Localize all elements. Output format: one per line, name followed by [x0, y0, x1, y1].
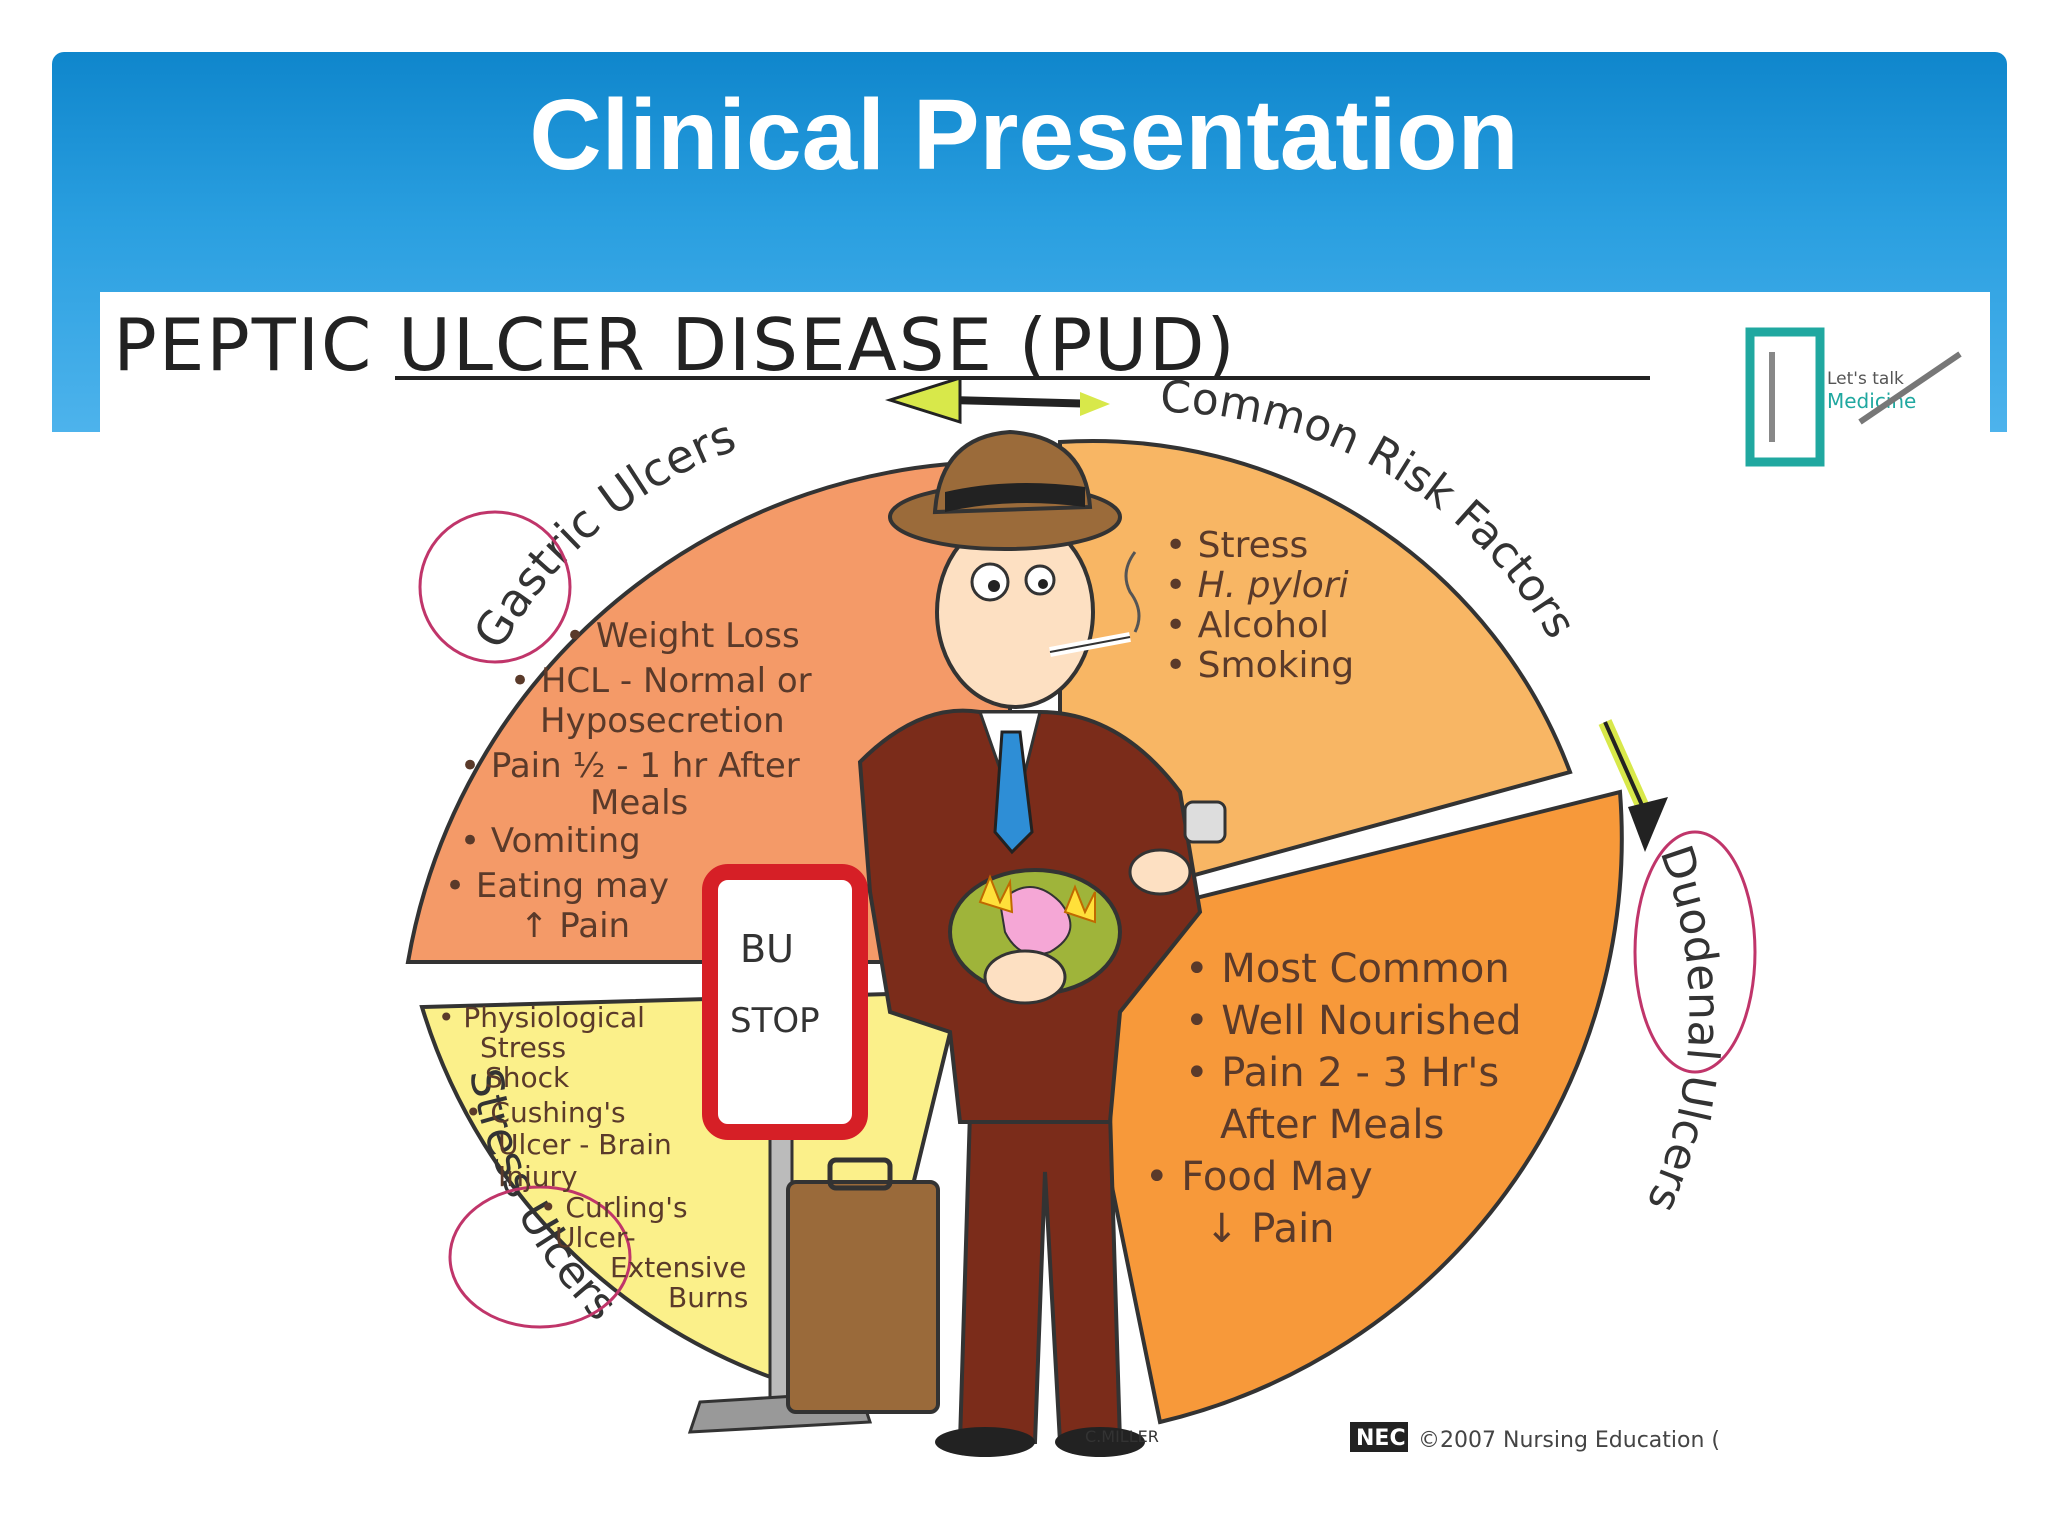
list-item: Injury [498, 1160, 578, 1193]
list-item: ↑ Pain [520, 906, 630, 946]
artist-signature: C.MILLER [1085, 1427, 1159, 1446]
list-item: • Stress [1165, 525, 1308, 566]
briefcase-icon [786, 1157, 940, 1414]
list-item: • Most Common [1185, 946, 1510, 992]
duodenal-ulcers-section [1057, 789, 1624, 1425]
svg-text:STOP: STOP [730, 1001, 820, 1041]
lets-talk-medicine-logo: Let's talk Medicine [1745, 327, 1962, 467]
diagram-heading: PEPTIC ULCER DISEASE (PUD) [113, 303, 1236, 387]
copyright-notice: NEC ©2007 Nursing Education ( [1350, 1422, 1720, 1453]
stress-highlight-circle [448, 1185, 632, 1329]
list-item: • Pain ½ - 1 hr After [460, 746, 800, 786]
wristwatch-icon [1183, 800, 1227, 844]
list-item: • Vomiting [460, 821, 641, 861]
slide-title: Clinical Presentation [529, 79, 1519, 191]
list-item: Extensive [610, 1251, 746, 1284]
list-item: ↓ Pain [1205, 1206, 1335, 1252]
risk-factor-items: • Stress • H. pylori • Alcohol • Smoking [1165, 525, 1354, 686]
svg-text:©2007 Nursing Education (: ©2007 Nursing Education ( [1418, 1428, 1720, 1453]
pud-infographic: PEPTIC ULCER DISEASE (PUD) Let's talk Me… [100, 292, 1990, 1467]
list-item: Ulcer- [555, 1221, 636, 1254]
pud-diagram: PEPTIC ULCER DISEASE (PUD) Let's talk Me… [113, 303, 1962, 1457]
duodenal-highlight-circle [1633, 830, 1757, 1074]
cycle-arrow-top [884, 375, 1110, 425]
list-item: • Smoking [1165, 645, 1354, 686]
svg-text:NEC: NEC [1356, 1426, 1406, 1451]
list-item: Meals [590, 783, 688, 823]
duodenal-items: • Most Common • Well Nourished • Pain 2 … [1145, 946, 1522, 1252]
gastric-ulcers-section [405, 459, 1012, 964]
stress-items: • Physiological Stress Shock • Cushing's… [438, 1001, 748, 1314]
list-item: • Physiological [438, 1001, 645, 1034]
list-item: Hyposecretion [540, 701, 785, 741]
list-item: • HCL - Normal or [510, 661, 812, 701]
gastric-highlight-circle [418, 510, 572, 664]
list-item: Shock [485, 1061, 570, 1094]
list-item: • Eating may [445, 866, 669, 906]
list-item: • Alcohol [1165, 605, 1329, 646]
list-item: Ulcer - Brain [498, 1128, 672, 1161]
list-item: • Food May [1145, 1154, 1373, 1200]
list-item: • H. pylori [1165, 565, 1349, 606]
svg-text:BU: BU [740, 927, 794, 971]
cycle-arrow-right [1598, 719, 1668, 852]
list-item: • Weight Loss [565, 616, 800, 656]
list-item: • Cushing's [465, 1096, 626, 1129]
list-item: • Pain 2 - 3 Hr's [1185, 1050, 1499, 1096]
risk-factors-section [1058, 438, 1573, 915]
gastric-items: • Weight Loss • HCL - Normal or Hyposecr… [445, 616, 812, 946]
list-item: • Curling's [540, 1191, 688, 1224]
list-item: Stress [480, 1031, 566, 1064]
list-item: After Meals [1220, 1102, 1444, 1148]
cartoon-man-illustration [857, 429, 1227, 1457]
list-item: Burns [668, 1281, 748, 1314]
list-item: • Well Nourished [1185, 998, 1522, 1044]
svg-text:Let's talk: Let's talk [1827, 369, 1904, 389]
